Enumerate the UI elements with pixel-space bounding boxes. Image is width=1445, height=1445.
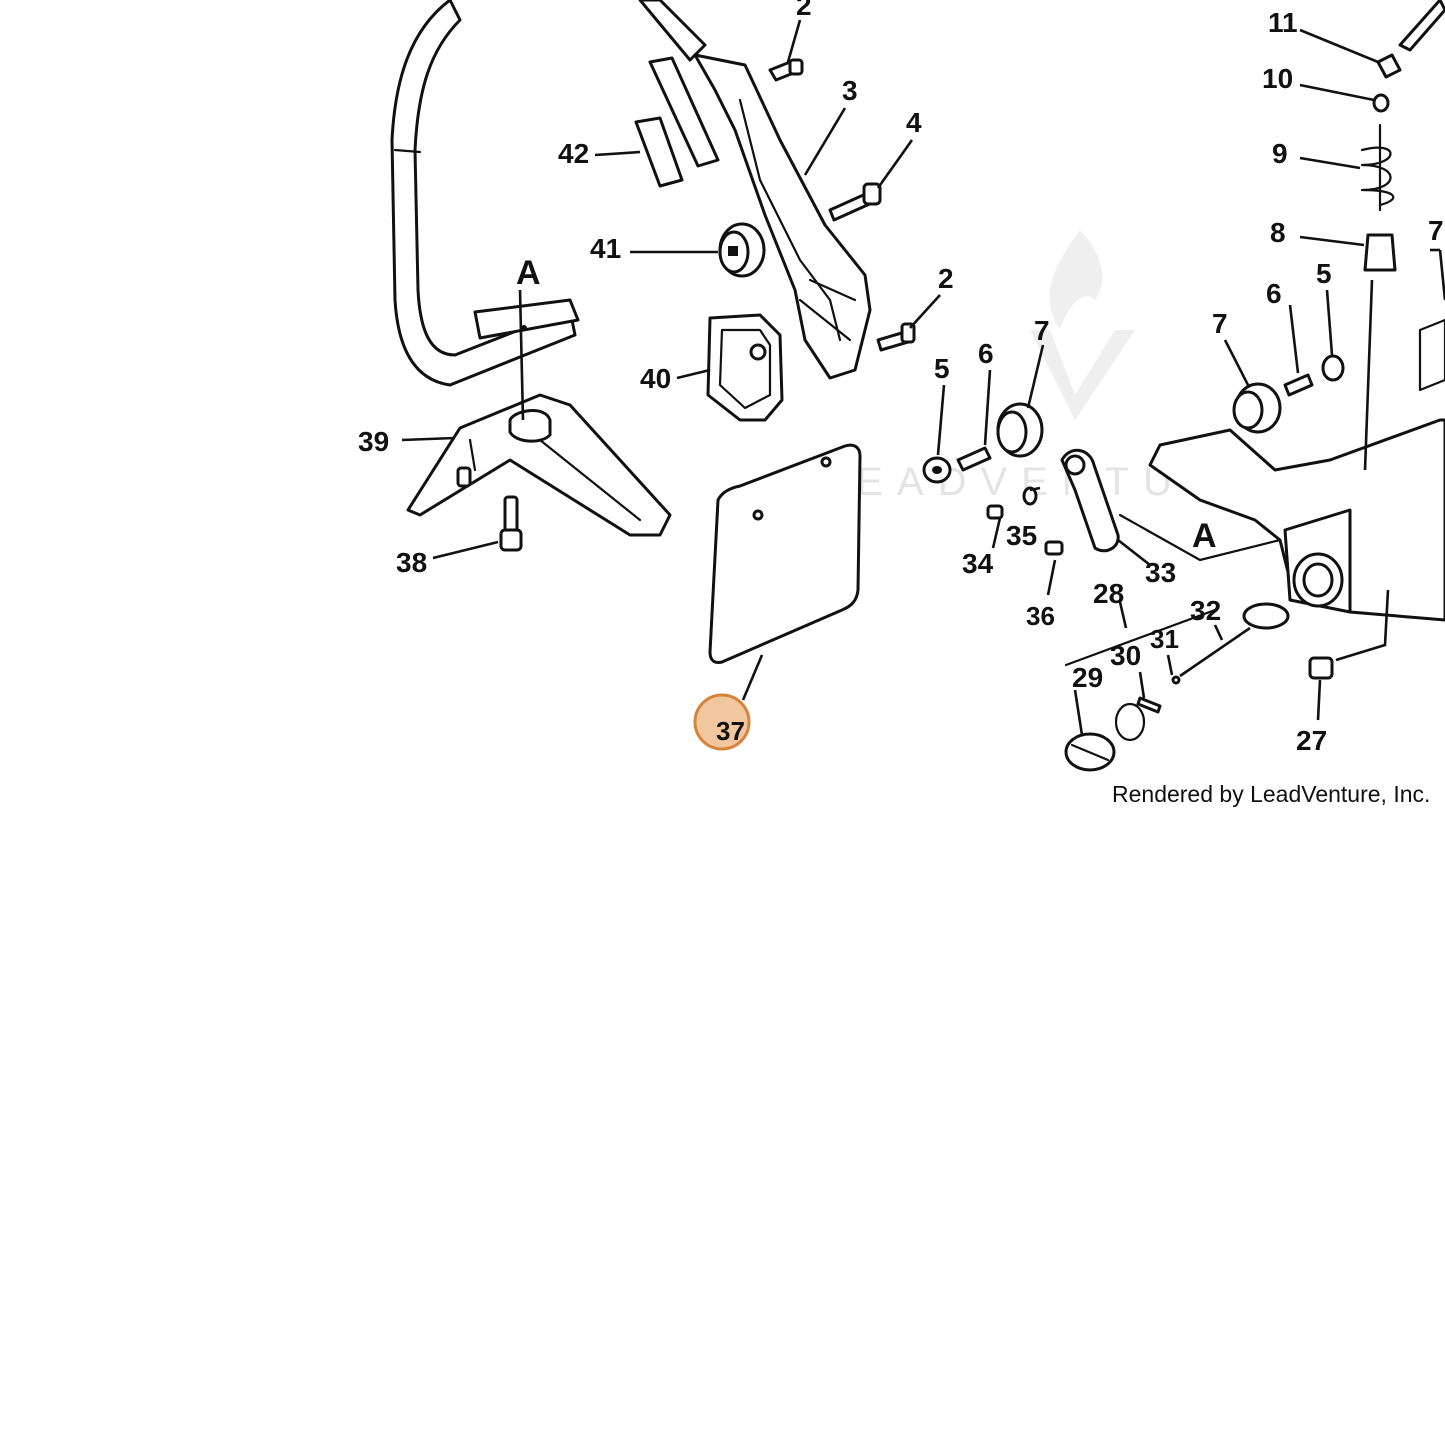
part-32-cap-chain — [1171, 602, 1290, 685]
callout-40[interactable]: 40 — [640, 363, 671, 394]
part-30-oring — [1114, 702, 1146, 742]
part-2-bolt-right — [876, 322, 916, 352]
part-31-pin — [1136, 696, 1162, 714]
callout-6[interactable]: 6 — [978, 338, 994, 369]
callout-8[interactable]: 8 — [1270, 217, 1286, 248]
group-28-bracket — [1064, 608, 1217, 667]
part-6-bolt-right — [1283, 373, 1314, 397]
callout-35[interactable]: 35 — [1006, 520, 1037, 551]
callout-34[interactable]: 34 — [962, 548, 994, 579]
part-33-arm — [1060, 449, 1120, 553]
callout-30[interactable]: 30 — [1110, 640, 1141, 671]
callout-32[interactable]: 32 — [1190, 595, 1221, 626]
callout-5[interactable]: 5 — [934, 353, 950, 384]
callout-39[interactable]: 39 — [358, 426, 389, 457]
part-36-screw — [1044, 540, 1064, 556]
highlight-circle[interactable] — [693, 693, 751, 751]
part-41-bushing — [718, 222, 766, 278]
callout-36[interactable]: 36 — [1026, 601, 1055, 631]
callout-37[interactable]: 37 — [716, 716, 745, 746]
callout-2[interactable]: 2 — [938, 263, 954, 294]
front-handle-bar — [390, 0, 707, 387]
part-38-bolt — [499, 495, 523, 552]
part-5-washer-right — [1321, 354, 1345, 382]
render-credit: Rendered by LeadVenture, Inc. — [1112, 781, 1430, 807]
part-10-nut — [1372, 93, 1390, 113]
part-4-bolt — [828, 182, 882, 222]
leader-lines — [401, 19, 1440, 736]
callout-6[interactable]: 6 — [1266, 278, 1282, 309]
callout-38[interactable]: 38 — [396, 547, 427, 578]
crankcase — [1118, 318, 1445, 622]
part-3-bracket — [693, 53, 872, 380]
callout-labels: 2 3 4 42 41 2 40 39 38 A 5 6 7 35 34 36 … — [358, 0, 1444, 756]
part-8-plug — [1363, 233, 1397, 272]
section-marker-a: A — [1192, 517, 1217, 555]
callout-28[interactable]: 28 — [1093, 578, 1124, 609]
callout-7[interactable]: 7 — [1428, 215, 1444, 246]
callout-10[interactable]: 10 — [1262, 63, 1293, 94]
callout-5[interactable]: 5 — [1316, 258, 1332, 289]
callout-11[interactable]: 11 — [1268, 7, 1298, 38]
part-7-mount-right — [1232, 382, 1282, 434]
part-11-connector — [1376, 0, 1445, 79]
callout-41[interactable]: 41 — [590, 233, 621, 264]
callout-27[interactable]: 27 — [1296, 725, 1327, 756]
callout-3[interactable]: 3 — [842, 75, 858, 106]
section-marker-a: A — [516, 254, 541, 292]
part-37-gasket — [708, 443, 862, 664]
part-7-mount-left — [996, 402, 1044, 458]
part-42-clip — [634, 56, 720, 188]
callout-33[interactable]: 33 — [1145, 557, 1176, 588]
callout-9[interactable]: 9 — [1272, 138, 1288, 169]
part-35-washer — [1022, 486, 1038, 506]
part-29-cap — [1064, 732, 1116, 772]
callout-31[interactable]: 31 — [1150, 624, 1179, 654]
callout-2[interactable]: 2 — [796, 0, 812, 21]
part-6-bolt-left — [956, 446, 992, 472]
callout-4[interactable]: 4 — [906, 107, 922, 138]
callout-7[interactable]: 7 — [1212, 308, 1228, 339]
part-27-plug — [1308, 589, 1390, 680]
callout-42[interactable]: 42 — [558, 138, 589, 169]
callout-7[interactable]: 7 — [1034, 315, 1050, 346]
callout-37-highlight[interactable]: 37 — [693, 693, 751, 751]
part-34-screw — [986, 504, 1004, 520]
part-9-spring — [1360, 123, 1395, 212]
part-5-washer-left — [922, 456, 952, 484]
watermark-logo — [1030, 230, 1135, 420]
callout-29[interactable]: 29 — [1072, 662, 1103, 693]
part-40-cover — [706, 313, 784, 422]
part-39-base-plate — [406, 298, 672, 537]
part-2-bolt-top — [768, 58, 804, 82]
